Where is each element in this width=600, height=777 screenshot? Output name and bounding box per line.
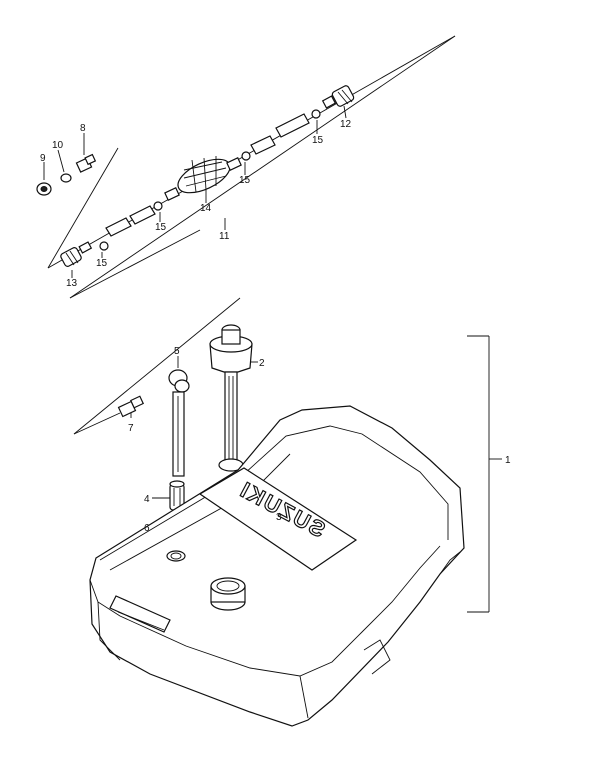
callout-15-low: 15 xyxy=(155,222,167,233)
callout-4: 4 xyxy=(144,494,150,505)
fitting-frame xyxy=(73,297,241,435)
fill-cap xyxy=(210,577,246,611)
connector-13 xyxy=(60,241,93,267)
callout-5: 5 xyxy=(174,346,180,357)
callout-15-top: 15 xyxy=(312,135,324,146)
fuel-tank-body xyxy=(89,405,465,727)
hose-lower xyxy=(129,205,156,225)
primer-bulb-14 xyxy=(164,156,242,201)
callout-6: 6 xyxy=(144,523,150,534)
callout-12: 12 xyxy=(340,119,352,130)
fuel-hose-assembly xyxy=(36,85,355,267)
hose-short xyxy=(250,135,276,155)
callout-15-end: 15 xyxy=(96,258,108,269)
callout-10: 10 xyxy=(52,140,64,151)
callout-7: 7 xyxy=(128,423,134,434)
hose-lower-2 xyxy=(105,217,132,237)
callout-9: 9 xyxy=(40,153,46,164)
connector-12 xyxy=(321,85,355,109)
tank-boss xyxy=(166,550,186,562)
hose-upper xyxy=(275,113,310,138)
callout-15-mid: 15 xyxy=(239,175,251,186)
clamp-15-top xyxy=(311,109,321,119)
washer-10 xyxy=(60,173,72,183)
callout-2: 2 xyxy=(259,358,265,369)
callout-3: 3 xyxy=(276,512,282,523)
clamp-15-end xyxy=(99,241,109,251)
vent-4 xyxy=(169,480,185,511)
callout-1: 1 xyxy=(505,455,511,466)
nipple-7 xyxy=(117,395,145,418)
fuel-pickup-5 xyxy=(168,369,190,477)
fuel-gauge-2 xyxy=(209,324,253,472)
fuel-line-frame xyxy=(47,35,456,299)
callout-11: 11 xyxy=(219,231,230,242)
nut-9 xyxy=(36,182,52,196)
clamp-15-low xyxy=(153,201,163,211)
callout-14: 14 xyxy=(200,203,212,214)
callout-13: 13 xyxy=(66,278,78,289)
fitting-8 xyxy=(75,153,97,173)
clamp-15-mid xyxy=(241,151,251,161)
callout-8: 8 xyxy=(80,123,86,134)
